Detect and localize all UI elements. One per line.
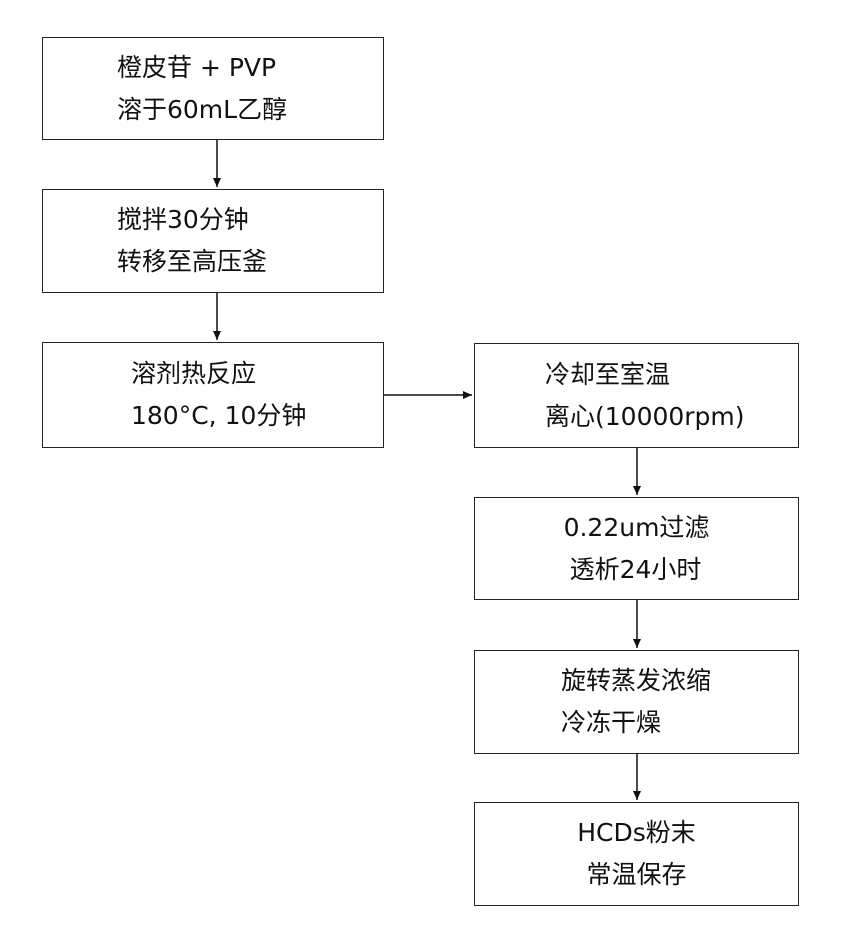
- step-1-box: 橙皮苷 + PVP 溶于60mL乙醇: [42, 37, 384, 140]
- step-1-line-1: 橙皮苷 + PVP: [117, 47, 383, 89]
- step-5-box: 0.22um过滤 透析24小时: [474, 497, 799, 600]
- step-1-line-2: 溶于60mL乙醇: [117, 89, 383, 131]
- step-4-line-2: 离心(10000rpm): [545, 396, 798, 438]
- step-3-line-2: 180°C, 10分钟: [131, 395, 383, 437]
- step-2-box: 搅拌30分钟 转移至高压釜: [42, 189, 384, 293]
- step-7-box: HCDs粉末 常温保存: [474, 802, 799, 906]
- step-3-line-1: 溶剂热反应: [131, 353, 383, 395]
- step-6-box: 旋转蒸发浓缩 冷冻干燥: [474, 650, 799, 754]
- step-4-box: 冷却至室温 离心(10000rpm): [474, 343, 799, 448]
- step-5-line-1: 0.22um过滤: [564, 507, 710, 549]
- step-6-line-1: 旋转蒸发浓缩: [561, 660, 798, 702]
- step-4-line-1: 冷却至室温: [545, 354, 798, 396]
- step-5-line-2: 透析24小时: [570, 549, 704, 591]
- step-3-box: 溶剂热反应 180°C, 10分钟: [42, 342, 384, 448]
- step-6-line-2: 冷冻干燥: [561, 702, 798, 744]
- step-7-line-2: 常温保存: [586, 854, 686, 896]
- step-2-line-1: 搅拌30分钟: [117, 199, 383, 241]
- step-7-line-1: HCDs粉末: [577, 812, 696, 854]
- step-2-line-2: 转移至高压釜: [117, 241, 383, 283]
